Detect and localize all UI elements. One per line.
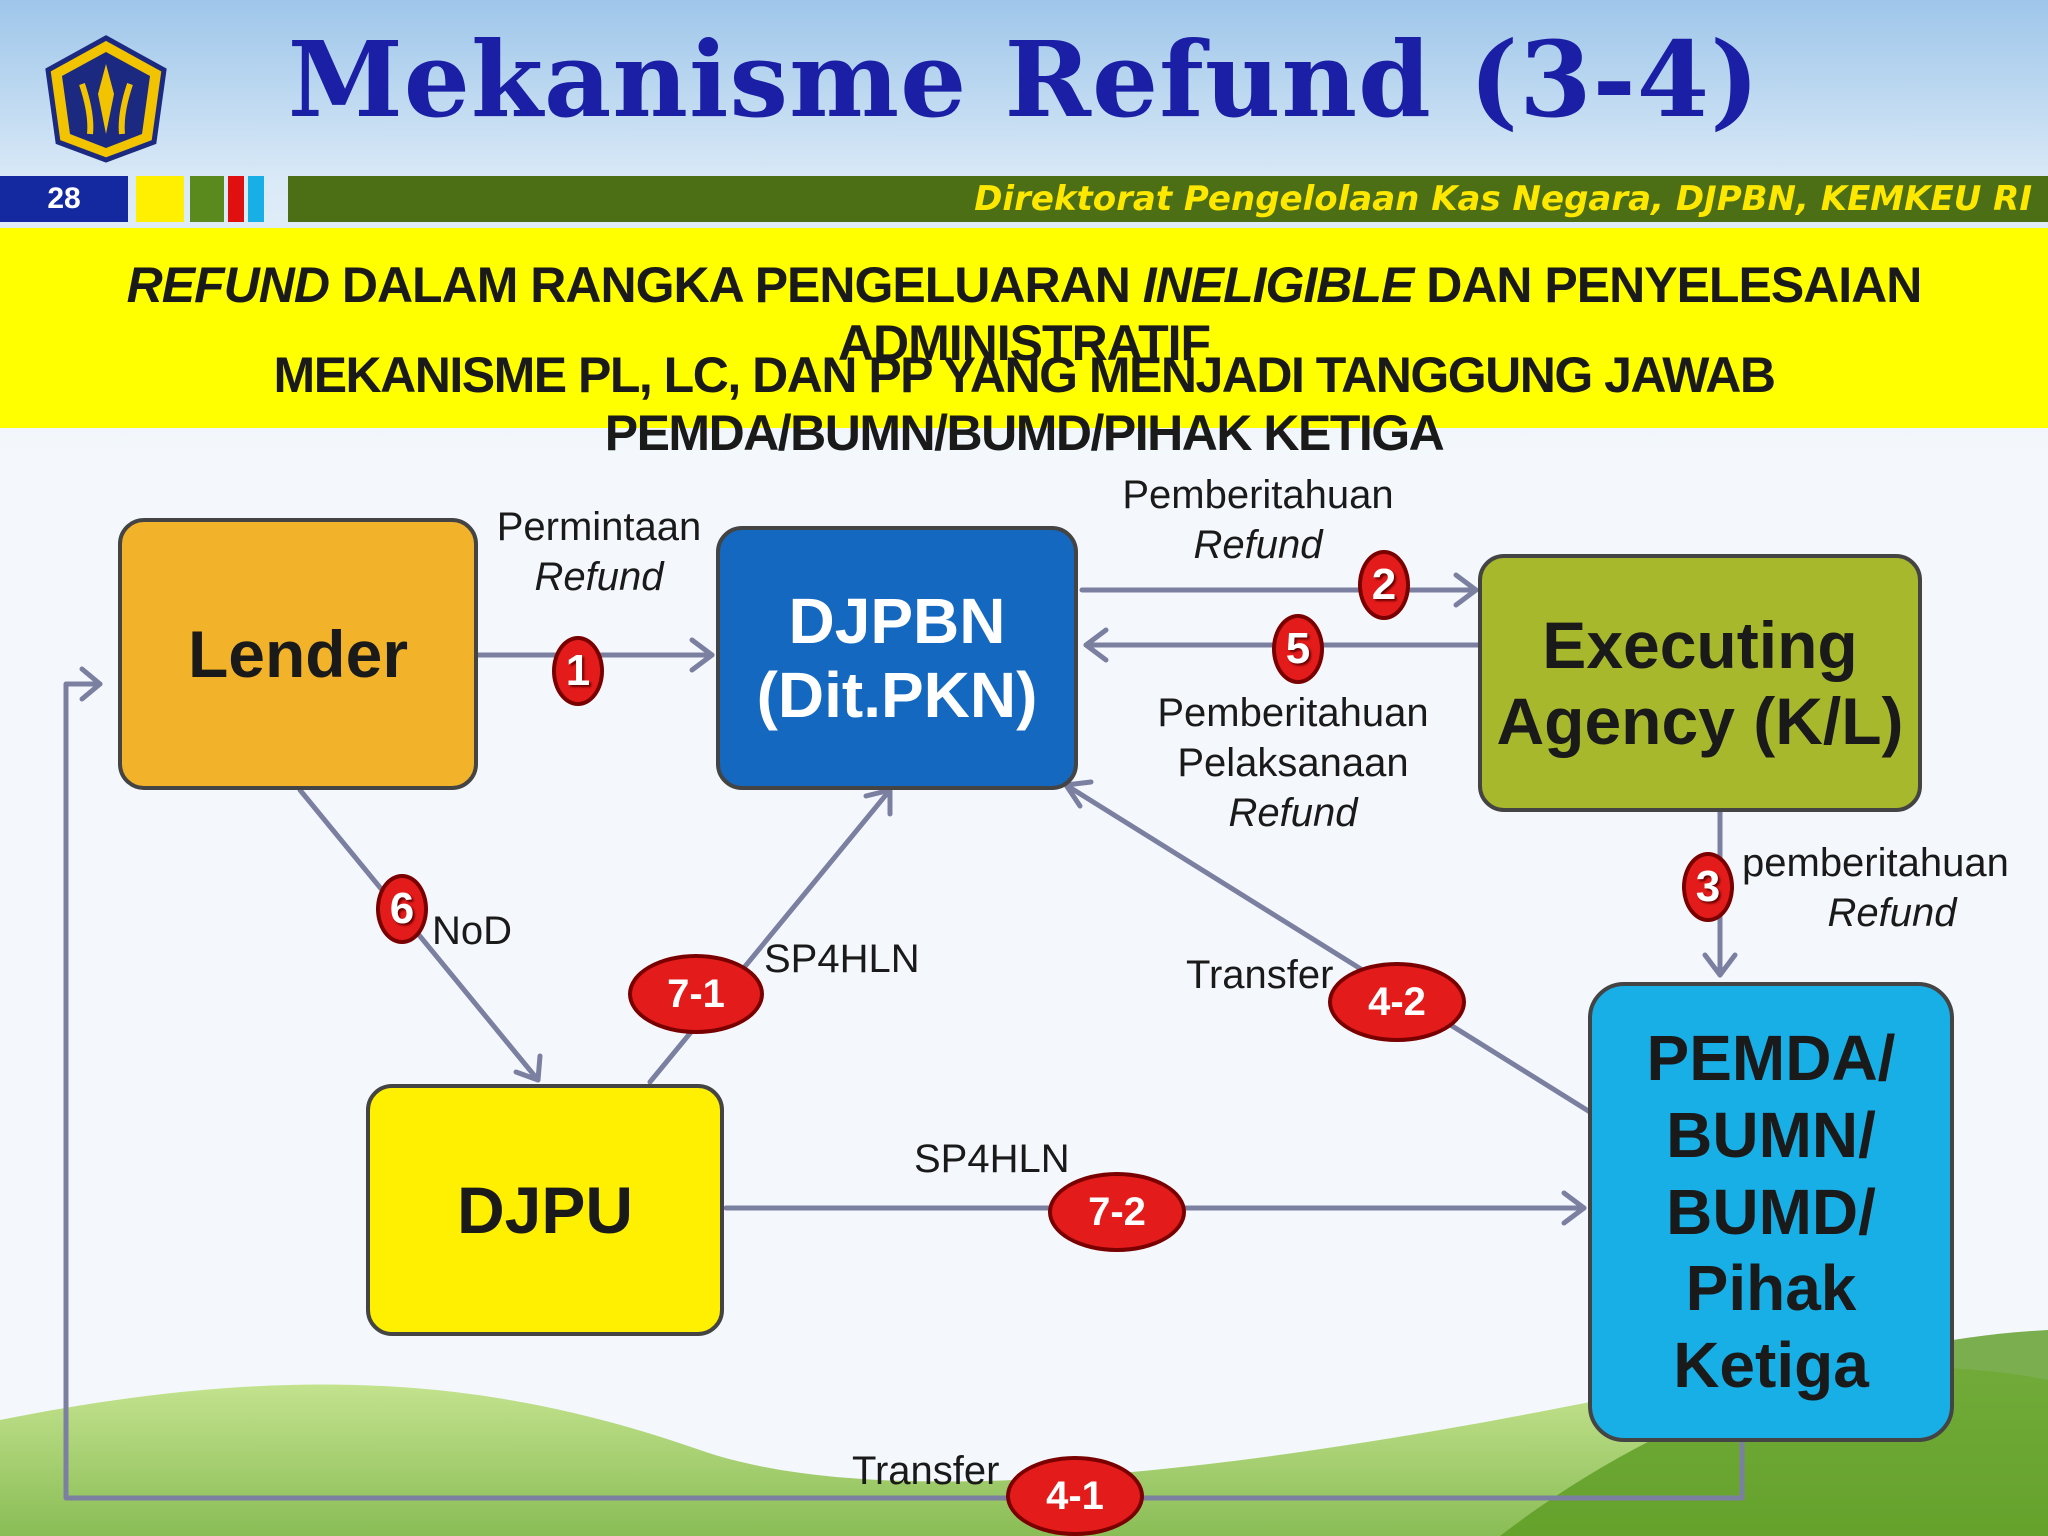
page-number: 28 [0,176,128,222]
color-block-green [190,176,224,222]
node-executing-line-1: Executing [1542,608,1858,682]
node-lender: Lender [118,518,478,790]
node-pemda-line-2: BUMN/ [1666,1098,1876,1171]
node-djpbn: DJPBN (Dit.PKN) [716,526,1078,790]
node-pemda-line-3: BUMD/ [1666,1175,1876,1248]
subtitle-refund: REFUND [126,257,330,313]
subtitle-line-1: REFUND DALAM RANGKA PENGELUARAN INELIGIB… [0,256,2048,372]
label-sp4hln-2: SP4HLN [914,1137,1070,1181]
step-ellipse-7-1: 7-1 [628,954,764,1034]
label-refund-4: Refund [1827,891,1957,935]
step-badge-1: 1 [552,636,604,706]
step-badge-3: 3 [1682,852,1734,922]
step-ellipse-7-2: 7-2 [1048,1172,1186,1252]
page-title: Mekanisme Refund (3-4) [287,18,1761,141]
label-transfer-2: Transfer [1186,953,1334,997]
step-badge-6: 6 [376,874,428,944]
color-block-blue [248,176,264,222]
label-pemberitahuan-2: Pemberitahuan [1157,691,1429,735]
subtitle-ineligible: INELIGIBLE [1142,257,1415,313]
kemenkeu-logo [45,35,167,163]
node-executing-agency: Executing Agency (K/L) [1478,554,1922,812]
label-pemberitahuan-pelaksanaan: Pemberitahuan Pelaksanaan Refund [1110,688,1476,838]
node-pemda-line-1: PEMDA/ [1646,1022,1896,1094]
subtitle-line-2: MEKANISME PL, LC, DAN PP YANG MENJADI TA… [273,347,1776,461]
label-pemberitahuan-lower: pemberitahuan [1742,841,2009,885]
node-pemda: PEMDA/ BUMN/ BUMD/ Pihak Ketiga [1588,982,1954,1442]
label-refund-3: Refund [1228,791,1358,835]
step-badge-5: 5 [1272,614,1324,684]
node-pemda-line-4: Pihak [1685,1252,1857,1325]
subtitle-text-b: DAN PENYELESAIAN ADMINISTRATIF [837,257,1922,371]
label-permintaan: Permintaan [496,505,702,549]
label-nod: NoD [432,909,513,953]
subtitle-text-a: DALAM RANGKA PENGELUARAN [328,257,1143,313]
label-pemberitahuan-refund: Pemberitahuan Refund [1118,470,1398,570]
color-block-yellow [136,176,184,222]
label-refund-2: Refund [1193,523,1323,567]
node-djpbn-line-1: DJPBN [788,585,1006,657]
node-pemda-line-5: Ketiga [1673,1329,1869,1402]
step-ellipse-4-2: 4-2 [1328,962,1466,1042]
label-sp4hln-1: SP4HLN [764,937,920,981]
step-badge-2: 2 [1358,550,1410,620]
node-executing-line-2: Agency (K/L) [1496,684,1904,758]
node-lender-label: Lender [187,617,409,691]
department-text: Direktorat Pengelolaan Kas Negara, DJPBN… [974,179,2032,219]
node-djpu: DJPU [366,1084,724,1336]
label-refund-1: Refund [534,555,664,599]
subtitle-banner: REFUND DALAM RANGKA PENGELUARAN INELIGIB… [0,228,2048,461]
label-pelaksanaan: Pelaksanaan [1177,741,1409,785]
label-pemberitahuan-1: Pemberitahuan [1122,473,1394,517]
department-banner: Direktorat Pengelolaan Kas Negara, DJPBN… [288,176,2048,222]
arrow-pemda-djpbn [1063,782,1593,1115]
label-permintaan-refund: Permintaan Refund [490,502,708,602]
node-djpu-label: DJPU [456,1173,634,1247]
node-djpbn-line-2: (Dit.PKN) [756,659,1038,731]
label-transfer-1: Transfer [852,1449,1000,1493]
color-block-red [228,176,244,222]
step-ellipse-4-1: 4-1 [1006,1456,1144,1536]
arrow-pemda-lender [63,681,1745,1501]
label-pemberitahuan-refund-3: pemberitahuan Refund [1742,838,2009,938]
